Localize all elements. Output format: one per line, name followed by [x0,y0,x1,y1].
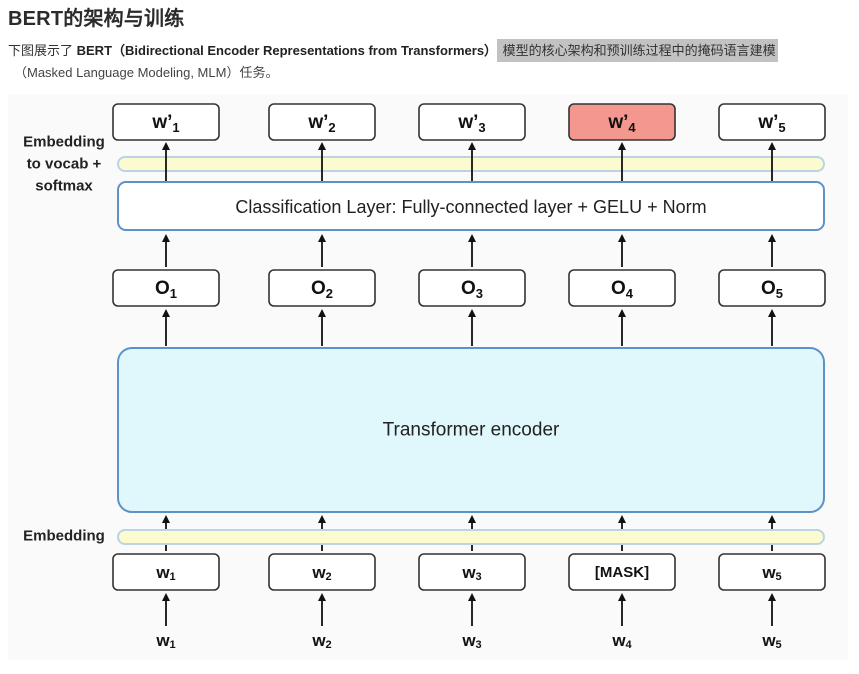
hidden-output-box-2 [268,269,376,307]
hidden-output-label-subscript: 5 [776,286,783,301]
transformer-encoder-box [117,347,825,513]
hidden-output-label-base: O [311,278,326,299]
input-token-label: w2 [311,563,331,584]
input-token-label-base: [MASK] [595,564,649,581]
predicted-token-box-5 [718,103,826,141]
classification-layer-box [117,181,825,231]
input-token-label-base: w [155,563,170,582]
predicted-token-box-2 [268,103,376,141]
intro-prefix: 下图展示了 [8,43,77,58]
input-token-label-subscript: 3 [476,571,482,583]
input-token-label: [MASK] [595,564,649,581]
raw-input-label-subscript: 1 [170,639,176,651]
hidden-output-box-3 [418,269,526,307]
intro-highlighted-text: 模型的核心架构和预训练过程中的掩码语言建模 [497,39,778,62]
hidden-output-box-1 [112,269,220,307]
predicted-token-label-subscript: 1 [172,120,179,135]
input-token-label-base: w [761,563,776,582]
raw-input-label-base: w [311,631,326,650]
hidden-output-label-subscript: 3 [476,286,483,301]
input-token-box-5 [718,553,826,591]
predicted-token-label-subscript: 4 [628,120,636,135]
embedding-bar [117,529,825,545]
intro-line-2: （Masked Language Modeling, MLM）任务。 [14,65,279,80]
raw-input-label: w2 [311,631,331,652]
hidden-output-label-subscript: 1 [170,286,177,301]
input-token-label: w3 [461,563,481,584]
hidden-output-label-base: O [761,278,776,299]
raw-input-label-subscript: 3 [476,639,482,651]
predicted-token-box-1 [112,103,220,141]
intro-line-1: 下图展示了 BERT（Bidirectional Encoder Represe… [8,39,838,62]
input-token-label-subscript: 5 [776,571,782,583]
hidden-output-label: O4 [611,278,634,301]
side-label-vocab-softmax-line: Embedding [23,134,105,151]
hidden-output-label-subscript: 4 [626,286,634,301]
predicted-token-label: w’3 [457,112,485,135]
transformer-encoder-label: Transformer encoder [383,420,560,441]
input-token-label-base: w [461,563,476,582]
predicted-token-label: w’2 [307,112,335,135]
input-token-label: w1 [155,563,175,584]
hidden-output-label: O3 [461,278,483,301]
side-label-vocab-softmax-line: softmax [35,178,93,195]
input-token-box-4 [568,553,676,591]
hidden-output-label-base: O [155,278,170,299]
page-title: BERT的架构与训练 [8,8,185,30]
raw-input-label: w3 [461,631,481,652]
intro-paragraph: 下图展示了 BERT（Bidirectional Encoder Represe… [8,39,838,84]
hidden-output-box-4 [568,269,676,307]
raw-input-label-subscript: 5 [776,639,782,651]
predicted-token-label-subscript: 5 [778,120,785,135]
input-token-box-2 [268,553,376,591]
predicted-token-label-base: w’ [307,112,328,133]
raw-input-label-subscript: 2 [326,639,332,651]
predicted-token-label: w’5 [757,112,785,135]
raw-input-label-base: w [461,631,476,650]
raw-input-label-base: w [761,631,776,650]
raw-input-label: w1 [155,631,175,652]
hidden-output-label-base: O [611,278,626,299]
raw-input-label-base: w [611,631,626,650]
hidden-output-box-5 [718,269,826,307]
input-token-box-1 [112,553,220,591]
input-token-label: w5 [761,563,781,584]
side-label-vocab-softmax-line: to vocab + [27,156,102,173]
hidden-output-label: O2 [311,278,333,301]
hidden-output-label: O5 [761,278,783,301]
side-label-embedding: Embedding [23,528,105,545]
predicted-token-label-base: w’ [757,112,778,133]
predicted-token-box-3 [418,103,526,141]
predicted-token-label-subscript: 3 [478,120,485,135]
raw-input-label: w5 [761,631,781,652]
predicted-token-label-base: w’ [457,112,478,133]
input-token-label-base: w [311,563,326,582]
vocab-projection-bar [117,156,825,172]
hidden-output-label: O1 [155,278,177,301]
classification-layer-label: Classification Layer: Fully-connected la… [235,197,706,217]
predicted-token-label: w’4 [607,112,636,135]
raw-input-label: w4 [611,631,632,652]
intro-bold-term: BERT（Bidirectional Encoder Representatio… [76,43,498,58]
input-token-label-subscript: 1 [170,571,176,583]
predicted-token-label-subscript: 2 [328,120,335,135]
predicted-token-label-base: w’ [607,112,628,133]
hidden-output-label-base: O [461,278,476,299]
input-token-label-subscript: 2 [326,571,332,583]
raw-input-label-subscript: 4 [626,639,633,651]
input-token-box-3 [418,553,526,591]
predicted-token-label: w’1 [151,112,179,135]
predicted-token-label-base: w’ [151,112,172,133]
predicted-token-box-4 [568,103,676,141]
raw-input-label-base: w [155,631,170,650]
hidden-output-label-subscript: 2 [326,286,333,301]
